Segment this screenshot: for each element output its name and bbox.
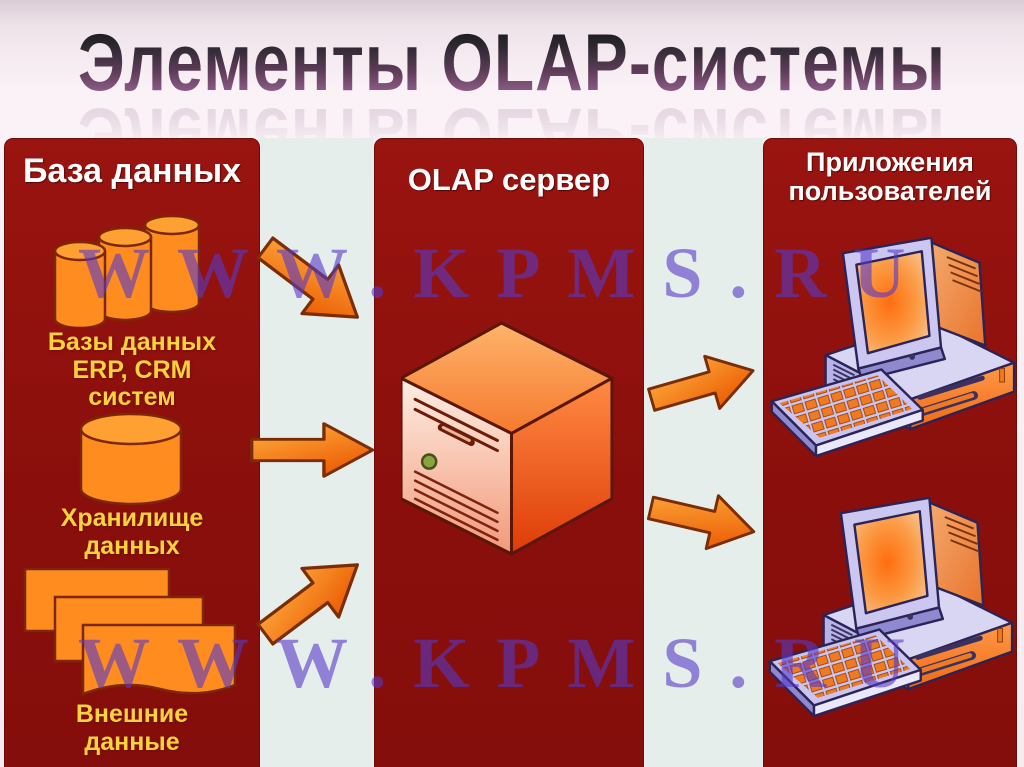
databases-icon — [53, 214, 201, 327]
column-gap-right — [644, 138, 763, 767]
panel-apps-header: Приложения пользователей — [788, 147, 992, 206]
flow-arrow-icon — [250, 418, 376, 482]
label-erp-crm: Базы данных ERP, CRM систем — [47, 328, 217, 411]
label-warehouse: Хранилище данных — [60, 504, 204, 560]
data-warehouse-icon — [79, 412, 183, 506]
panel-olap-header: OLAP сервер — [407, 162, 611, 197]
server-tower-icon — [401, 321, 614, 556]
desktop-computer-icon — [770, 236, 1016, 458]
flow-arrow-icon — [242, 217, 382, 348]
flow-arrow-icon — [642, 475, 764, 564]
desktop-computer-icon — [768, 496, 1014, 718]
flow-arrow-icon — [641, 338, 765, 432]
slide-title: Элементы OLAP-системы — [77, 16, 947, 108]
slide-title-block: Элементы OLAP-системы Элементы OLAP-сист… — [0, 18, 1024, 182]
flow-arrow-icon — [242, 533, 382, 664]
panel-user-apps: Приложения пользователей — [763, 138, 1017, 767]
panel-olap-server: OLAP сервер — [374, 138, 644, 767]
panel-database-header: База данных — [22, 152, 242, 190]
panel-database: База данных Базы данных ERP, CRM систем … — [4, 138, 260, 767]
label-external: Внешние данные — [75, 700, 189, 756]
external-data-icon — [23, 567, 237, 696]
